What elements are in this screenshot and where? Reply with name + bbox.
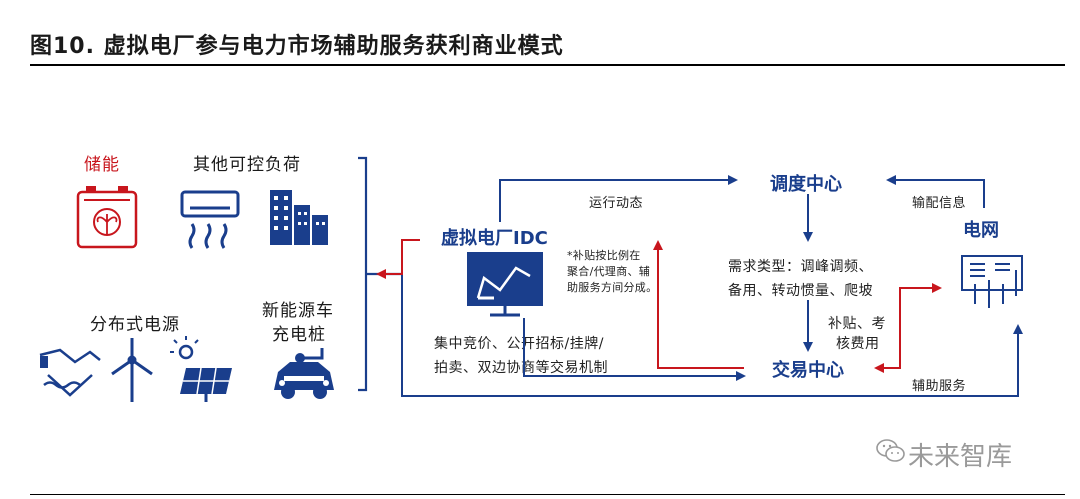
dispatch-node-label: 调度中心 [770,174,842,195]
other-loads-label: 其他可控负荷 [193,155,301,175]
note-line-2: 聚合/代理商、辅 [567,265,651,278]
note-line-1: *补贴按比例在 [567,249,641,262]
battery-icon [76,186,138,249]
subsidy-label-1: 补贴、考 [828,316,886,332]
trading-grid-arrow [888,283,942,369]
demand-label-1: 需求类型：调峰调频、 [728,259,873,275]
grid-monitor-icon [961,255,1023,308]
watermark-text: 未来智库 [908,442,1013,472]
subsidy-to-resources-arrow [376,239,420,279]
page-title: 图10. 虚拟电厂参与电力市场辅助服务获利商业模式 [30,34,564,59]
vpp-node-label: 虚拟电厂IDC [441,228,548,249]
ev-label-2: 充电桩 [272,325,326,345]
vpp-monitor-icon [467,252,543,317]
ev-charger-icon [274,348,334,399]
vpp-to-trading-arrow [523,318,746,381]
hydro-dam-icon [39,348,101,397]
wechat-icon [876,439,905,462]
wind-turbine-icon [111,338,153,402]
aux-service-label: 辅助服务 [912,379,967,394]
market-label-2: 拍卖、双边协商等交易机制 [434,360,608,376]
subsidy-label-2: 核费用 [836,336,880,352]
dispatch-info-label: 输配信息 [912,196,967,211]
aux-service-arrow [401,274,1023,397]
grid-node-label: 电网 [963,220,999,241]
distributed-label: 分布式电源 [90,315,180,335]
operation-arrow [499,175,738,222]
air-conditioner-icon [180,190,240,249]
dispatch-info-arrow [886,175,985,208]
solar-panel-icon [170,336,232,402]
operation-label: 运行动态 [589,196,644,211]
demand-label-2: 备用、转动惯量、爬坡 [728,283,873,299]
market-label-1: 集中竞价、公开招标/挂牌/ [434,336,604,352]
note-line-3: 助服务方间分成。 [567,281,658,294]
subsidy-note: *补贴按比例在 聚合/代理商、辅 助服务方间分成。 [567,248,657,296]
trading-node-label: 交易中心 [772,360,844,381]
bottom-rule [30,494,1065,495]
storage-label: 储能 [84,155,120,175]
title-rule [30,64,1065,66]
trading-to-vpp-arrow [653,240,744,369]
ev-label-1: 新能源车 [262,301,334,321]
buildings-icon [270,190,328,245]
